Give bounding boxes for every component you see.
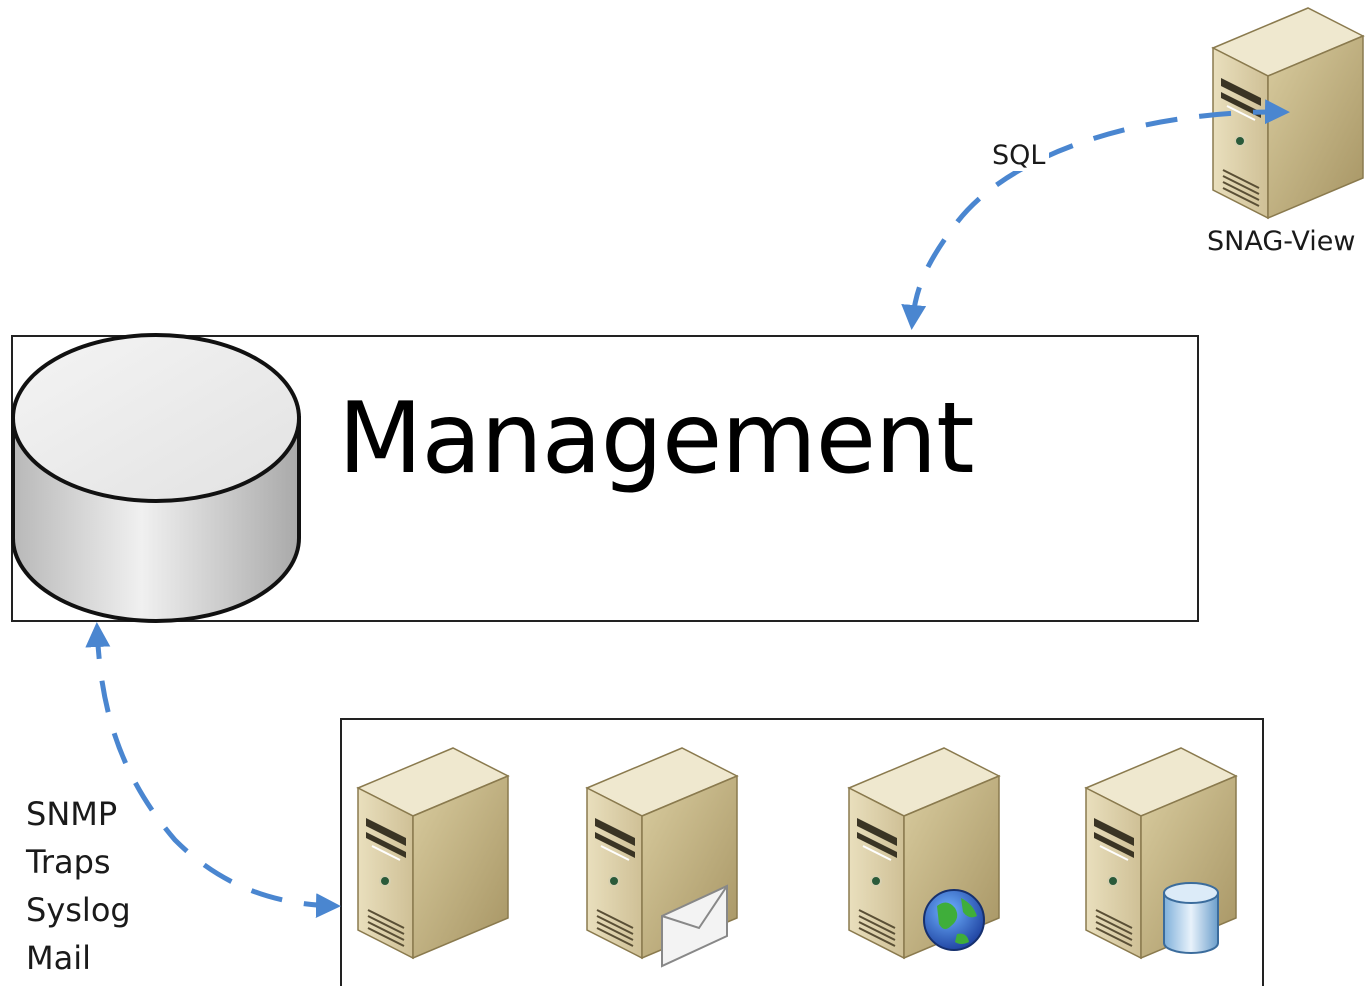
server-icon xyxy=(357,747,509,959)
database-icon xyxy=(1163,882,1219,954)
database-cylinder-icon xyxy=(11,333,301,623)
mail-server-icon xyxy=(586,747,738,968)
snag-view-server-icon xyxy=(1212,7,1364,219)
protocol-mail: Mail xyxy=(26,939,91,977)
globe-icon xyxy=(923,889,985,951)
envelope-icon xyxy=(661,884,728,968)
web-server-icon xyxy=(848,747,1000,959)
snmp-arrow xyxy=(85,622,341,919)
management-title: Management xyxy=(338,382,975,496)
protocol-snmp: SNMP xyxy=(26,795,118,833)
protocol-syslog: Syslog xyxy=(26,891,131,929)
sql-label: SQL xyxy=(988,140,1050,171)
protocol-traps: Traps xyxy=(26,843,111,881)
database-server-icon xyxy=(1085,747,1237,959)
snag-view-label: SNAG-View xyxy=(1207,226,1356,257)
